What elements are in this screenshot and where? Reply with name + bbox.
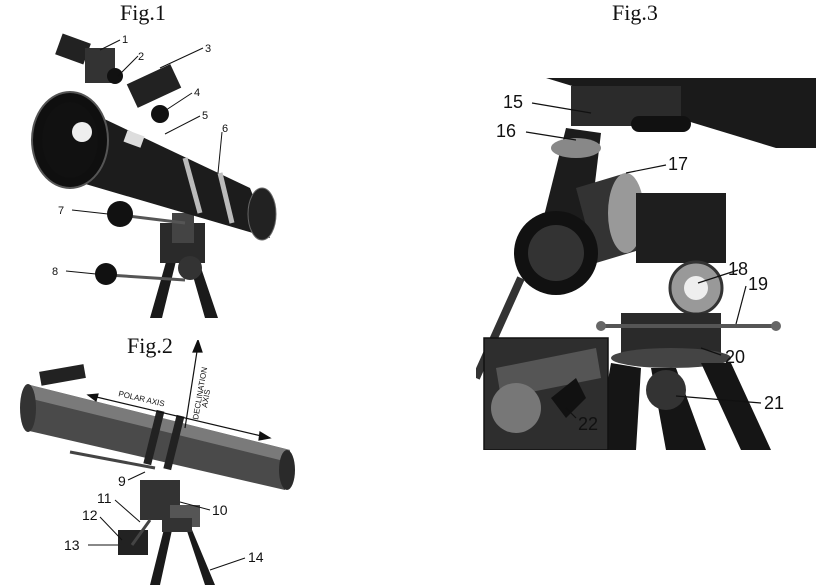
callout-2: 2 <box>138 51 144 63</box>
fig2-axes <box>86 340 272 441</box>
callout-8: 8 <box>52 266 58 278</box>
callout-1: 1 <box>122 34 128 46</box>
fig1-title: Fig.1 <box>120 0 166 25</box>
fig1-tripod <box>150 213 218 318</box>
callout-17: 17 <box>668 154 688 174</box>
fig3-mount <box>476 128 781 380</box>
fig1-finderscope <box>126 64 182 123</box>
polar-axis-label: POLAR AXIS <box>118 389 166 408</box>
callout-15: 15 <box>503 92 523 112</box>
fig1-eyepiece <box>55 33 123 84</box>
fig1-leader-lines <box>65 39 223 275</box>
declination-axis-label-2: AXIS <box>200 389 212 409</box>
callout-22: 22 <box>578 414 598 434</box>
fig3-inset <box>483 337 609 450</box>
fig2-tripod <box>150 518 215 585</box>
callout-10: 10 <box>212 502 228 518</box>
callout-19: 19 <box>748 274 768 294</box>
fig1-illustration: 1 2 3 4 5 6 7 8 <box>31 33 277 318</box>
fig3-telescope-tube <box>546 78 816 148</box>
fig3-illustration: 15 16 17 18 19 20 21 22 <box>476 78 816 450</box>
fig2-title: Fig.2 <box>127 333 173 358</box>
callout-12: 12 <box>82 507 98 523</box>
callout-6: 6 <box>222 123 228 135</box>
fig3-title: Fig.3 <box>612 0 658 25</box>
callout-18: 18 <box>728 259 748 279</box>
callout-7: 7 <box>58 205 64 217</box>
callout-14: 14 <box>248 549 264 565</box>
fig2-telescope-tube <box>20 364 295 490</box>
fig2-leader-lines <box>88 471 246 571</box>
callout-11: 11 <box>97 490 112 506</box>
callout-16: 16 <box>496 121 516 141</box>
callout-13: 13 <box>64 537 80 553</box>
fig3-leader-lines <box>525 102 762 419</box>
fig1-slow-motion-cables <box>95 201 186 285</box>
callout-3: 3 <box>205 43 211 55</box>
fig2-mount <box>69 450 200 555</box>
fig2-illustration: POLAR AXIS DECLINATION AXIS 9 10 11 12 1… <box>20 340 295 585</box>
callout-5: 5 <box>202 110 208 122</box>
callout-20: 20 <box>725 347 745 367</box>
callout-21: 21 <box>764 393 784 413</box>
fig1-telescope-tube <box>31 91 277 241</box>
callout-9: 9 <box>118 473 126 489</box>
callout-4: 4 <box>194 87 200 99</box>
